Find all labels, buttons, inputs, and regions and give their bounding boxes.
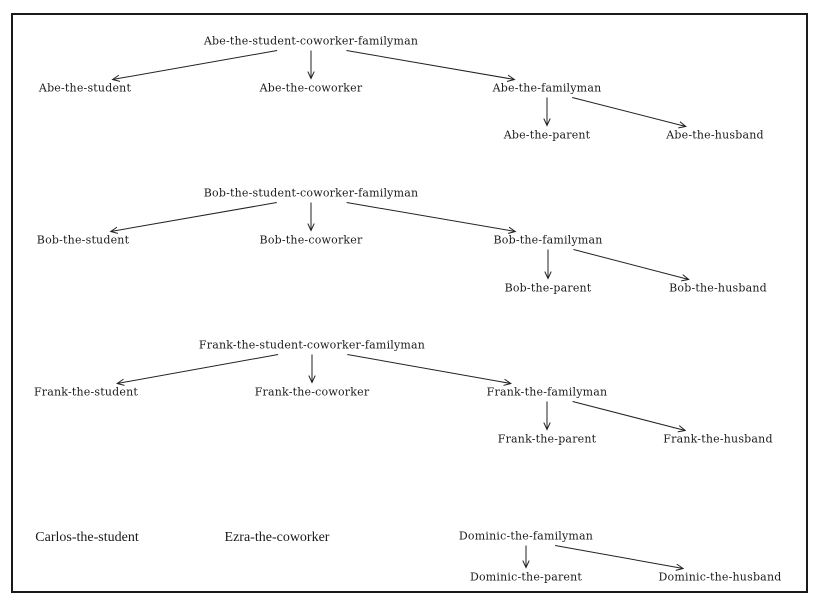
node-frank-student: Frank-the-student bbox=[33, 385, 139, 399]
edge-bob_familyman-to-bob_husband bbox=[573, 249, 689, 280]
node-abe-parent: Abe-the-parent bbox=[503, 128, 591, 142]
edge-frank_familyman-to-frank_husband bbox=[572, 401, 686, 431]
node-ezra-coworker: Ezra-the-coworker bbox=[224, 530, 330, 545]
edge-bob_root-to-bob_familyman bbox=[346, 202, 516, 232]
node-frank-familyman: Frank-the-familyman bbox=[486, 385, 608, 399]
node-carlos-student: Carlos-the-student bbox=[35, 530, 139, 545]
node-abe-familyman: Abe-the-familyman bbox=[492, 81, 602, 95]
edge-dominic_familyman-to-dominic_husband bbox=[555, 545, 683, 569]
node-dominic-familyman: Dominic-the-familyman bbox=[458, 529, 594, 543]
node-bob-root: Bob-the-student-coworker-familyman bbox=[203, 186, 419, 200]
edge-bob_root-to-bob_student bbox=[111, 202, 277, 232]
edge-frank_root-to-frank_student bbox=[117, 354, 279, 384]
node-frank-coworker: Frank-the-coworker bbox=[254, 385, 370, 399]
diagram-frame bbox=[11, 13, 808, 593]
node-dominic-parent: Dominic-the-parent bbox=[469, 570, 583, 584]
node-frank-husband: Frank-the-husband bbox=[663, 432, 773, 446]
node-frank-parent: Frank-the-parent bbox=[497, 432, 597, 446]
edge-frank_root-to-frank_familyman bbox=[347, 354, 511, 384]
edge-abe_root-to-abe_familyman bbox=[346, 50, 514, 80]
edge-abe_root-to-abe_student bbox=[113, 50, 278, 80]
node-abe-root: Abe-the-student-coworker-familyman bbox=[203, 34, 419, 48]
node-abe-husband: Abe-the-husband bbox=[666, 128, 764, 142]
node-bob-coworker: Bob-the-coworker bbox=[259, 233, 363, 247]
node-abe-student: Abe-the-student bbox=[38, 81, 132, 95]
node-abe-coworker: Abe-the-coworker bbox=[259, 81, 363, 95]
node-bob-parent: Bob-the-parent bbox=[504, 281, 592, 295]
node-dominic-husband: Dominic-the-husband bbox=[658, 570, 782, 584]
node-bob-familyman: Bob-the-familyman bbox=[493, 233, 603, 247]
edge-abe_familyman-to-abe_husband bbox=[572, 97, 686, 127]
node-bob-husband: Bob-the-husband bbox=[669, 281, 767, 295]
node-frank-root: Frank-the-student-coworker-familyman bbox=[198, 338, 426, 352]
node-bob-student: Bob-the-student bbox=[36, 233, 130, 247]
